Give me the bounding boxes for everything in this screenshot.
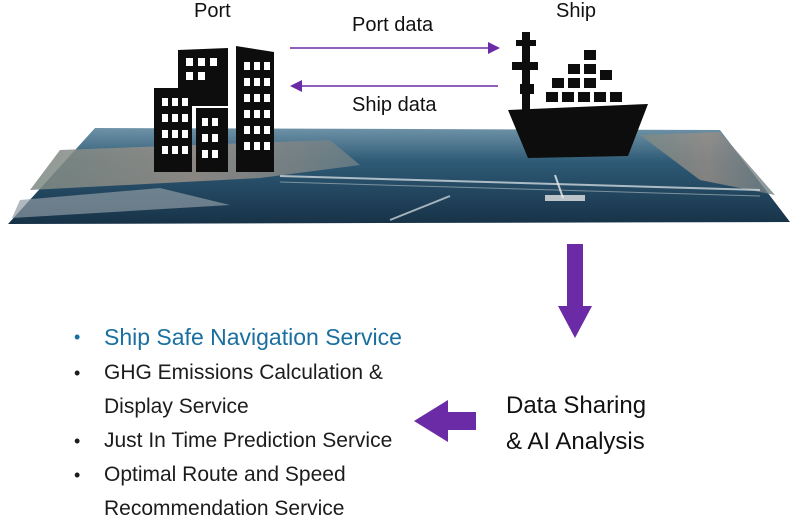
analysis-line-1: Data Sharing (506, 392, 647, 419)
bullet-icon: • (74, 363, 81, 383)
ship-label: Ship (556, 0, 597, 22)
bullet-icon: • (74, 431, 81, 451)
port-label: Port (194, 0, 231, 22)
service-label: Optimal Route and Speed Recommendation S… (104, 463, 346, 520)
service-item: • Ship Safe Navigation Service (72, 320, 432, 354)
arrow-down-icon (558, 244, 592, 338)
arrow-left-icon (290, 80, 498, 92)
bullet-icon: • (74, 465, 81, 485)
ship-icon (508, 32, 648, 158)
service-list: • Ship Safe Navigation Service • GHG Emi… (72, 320, 432, 526)
service-label: GHG Emissions Calculation & Display Serv… (104, 361, 383, 418)
service-label: Ship Safe Navigation Service (104, 324, 402, 350)
service-item: • GHG Emissions Calculation & Display Se… (72, 356, 432, 424)
arrow-left-large-icon (414, 400, 476, 442)
service-item: • Optimal Route and Speed Recommendation… (72, 458, 432, 526)
ship-data-label: Ship data (352, 94, 437, 116)
port-data-label: Port data (352, 14, 434, 36)
analysis-line-2: & AI Analysis (506, 428, 645, 455)
bullet-icon: • (74, 327, 81, 347)
service-item: • Just In Time Prediction Service (72, 424, 432, 458)
service-label: Just In Time Prediction Service (104, 429, 393, 452)
harbor-photo (8, 128, 790, 224)
arrow-right-icon (290, 42, 500, 54)
data-sharing-analysis: Data Sharing & AI Analysis (506, 388, 666, 460)
building-windows (162, 58, 270, 158)
